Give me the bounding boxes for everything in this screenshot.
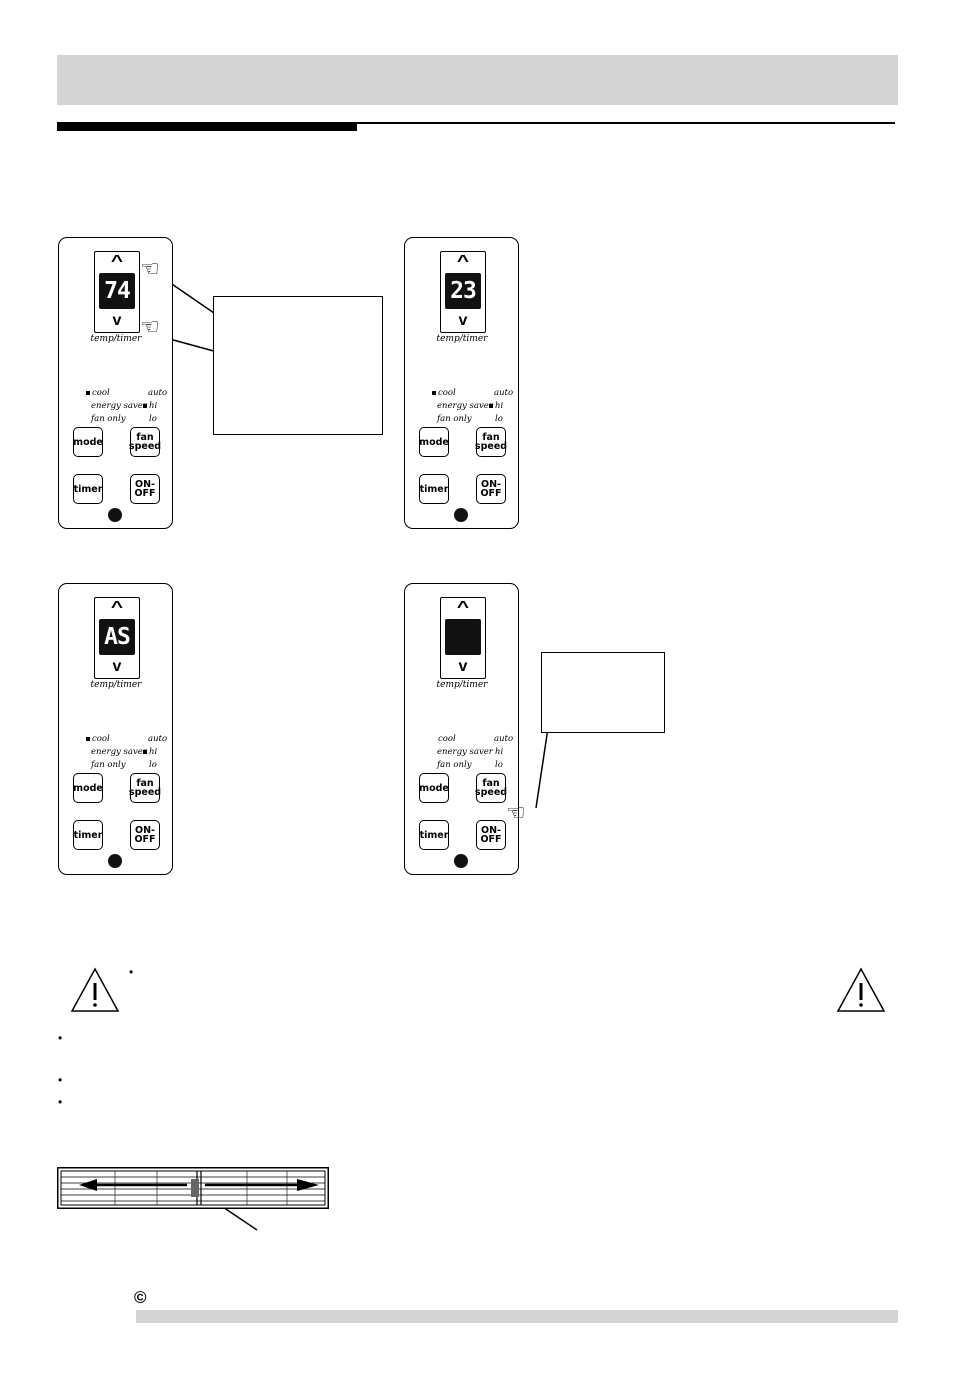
speed-hi: hi: [495, 747, 504, 757]
temp-up-button[interactable]: ^: [456, 599, 470, 616]
on-off-button[interactable]: ON-OFF: [476, 820, 506, 850]
display-frame: ^ 23 v: [440, 251, 486, 333]
temp-down-button[interactable]: v: [458, 312, 468, 329]
bullet: •: [58, 1095, 63, 1109]
mode-button[interactable]: mode: [73, 773, 103, 803]
ir-sensor: [454, 854, 468, 868]
mode-cool: cool: [86, 734, 110, 744]
timer-button[interactable]: timer: [73, 474, 103, 504]
callout-box-1: [213, 296, 383, 435]
remote-panel-4: ^ v temp/timer cool energy saver fan onl…: [404, 583, 519, 875]
temp-down-button[interactable]: v: [112, 312, 122, 329]
timer-button[interactable]: timer: [419, 820, 449, 850]
indicator-light: [143, 749, 147, 754]
timer-button[interactable]: timer: [419, 474, 449, 504]
remote-panel-3: ^ AS v temp/timer cool energy saver fan …: [58, 583, 173, 875]
mode-fan-only: fan only: [91, 760, 126, 770]
temp-timer-label: temp/timer: [90, 334, 142, 344]
mode-energy-saver: energy saver: [91, 401, 147, 411]
temp-timer-label: temp/timer: [436, 680, 488, 690]
remote-panel-1: ^ 74 v temp/timer cool energy saver fan …: [58, 237, 173, 529]
mode-button[interactable]: mode: [73, 427, 103, 457]
temp-down-button[interactable]: v: [458, 658, 468, 675]
speed-hi: hi: [143, 401, 157, 411]
display-readout: 74: [99, 273, 135, 309]
callout-box-2: [541, 652, 665, 733]
pointing-hand-icon: ☜: [506, 800, 526, 825]
warning-triangle-icon: [836, 967, 886, 1012]
mode-fan-only: fan only: [437, 760, 472, 770]
mode-cool: cool: [432, 388, 456, 398]
section-rule-thin: [357, 122, 895, 124]
temp-up-button[interactable]: ^: [456, 253, 470, 270]
indicator-light: [143, 403, 147, 408]
pointing-hand-icon: ☜: [140, 256, 160, 281]
air-vent-illustration: [57, 1167, 329, 1209]
temp-down-button[interactable]: v: [112, 658, 122, 675]
ir-sensor: [454, 508, 468, 522]
section-rule-thick: [57, 122, 357, 131]
speed-lo: lo: [495, 760, 503, 770]
copyright-symbol: ©: [134, 1288, 147, 1307]
indicator-light: [432, 390, 436, 395]
mode-energy-saver: energy saver: [91, 747, 147, 757]
mode-button[interactable]: mode: [419, 427, 449, 457]
mode-energy-saver: energy saver: [437, 401, 493, 411]
warning-triangle-icon: [70, 967, 120, 1012]
temp-timer-label: temp/timer: [90, 680, 142, 690]
bullet: •: [58, 1073, 63, 1087]
bullet: •: [58, 1031, 63, 1045]
speed-hi: hi: [489, 401, 503, 411]
ir-sensor: [108, 508, 122, 522]
display-readout: [445, 619, 481, 655]
mode-fan-only: fan only: [91, 414, 126, 424]
temp-up-button[interactable]: ^: [110, 253, 124, 270]
bullet: •: [129, 965, 134, 979]
speed-lo: lo: [149, 760, 157, 770]
display-readout: 23: [445, 273, 481, 309]
indicator-light: [86, 736, 90, 741]
pointing-hand-icon: ☜: [140, 314, 160, 339]
remote-panel-2: ^ 23 v temp/timer cool energy saver fan …: [404, 237, 519, 529]
speed-lo: lo: [149, 414, 157, 424]
mode-cool: cool: [438, 734, 456, 744]
speed-auto: auto: [494, 734, 514, 744]
indicator-light: [489, 403, 493, 408]
speed-auto: auto: [494, 388, 514, 398]
speed-hi: hi: [143, 747, 157, 757]
mode-cool: cool: [86, 388, 110, 398]
mode-fan-only: fan only: [437, 414, 472, 424]
header-band: [57, 55, 898, 105]
indicator-light: [86, 390, 90, 395]
footer-band: [136, 1310, 898, 1323]
display-readout: AS: [99, 619, 135, 655]
temp-timer-label: temp/timer: [436, 334, 488, 344]
speed-lo: lo: [495, 414, 503, 424]
on-off-button[interactable]: ON-OFF: [476, 474, 506, 504]
on-off-button[interactable]: ON-OFF: [130, 474, 160, 504]
speed-auto: auto: [148, 388, 168, 398]
display-frame: ^ AS v: [94, 597, 140, 679]
temp-up-button[interactable]: ^: [110, 599, 124, 616]
mode-button[interactable]: mode: [419, 773, 449, 803]
timer-button[interactable]: timer: [73, 820, 103, 850]
speed-auto: auto: [148, 734, 168, 744]
ir-sensor: [108, 854, 122, 868]
mode-energy-saver: energy saver: [437, 747, 493, 757]
on-off-button[interactable]: ON-OFF: [130, 820, 160, 850]
display-frame: ^ 74 v: [94, 251, 140, 333]
display-frame: ^ v: [440, 597, 486, 679]
